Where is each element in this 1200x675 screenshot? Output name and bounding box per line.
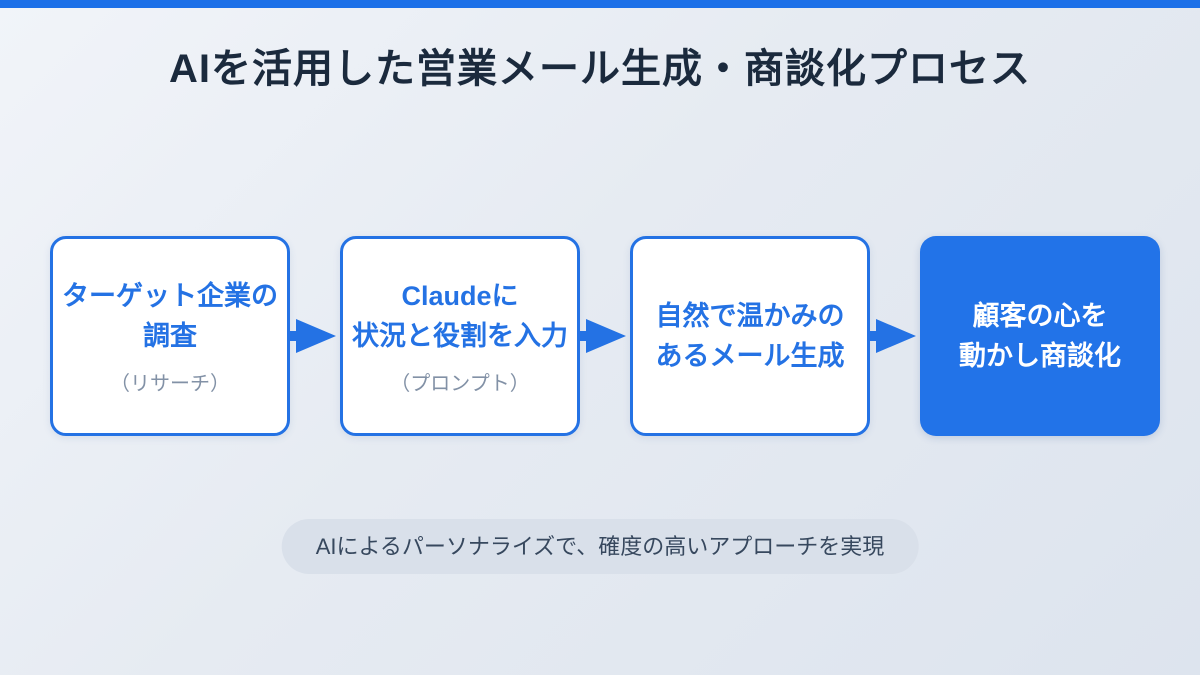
slide-title: AIを活用した営業メール生成・商談化プロセス [169,47,1031,91]
step-title-line: ターゲット企業の [62,281,278,311]
summary-pill: AIによるパーソナライズで、確度の高いアプローチを実現 [281,519,919,574]
arrow-right-icon [868,319,916,353]
step-title: ターゲット企業の 調査 [62,276,278,356]
step-title: 自然で温かみの あるメール生成 [656,296,845,376]
step-title-line: あるメール生成 [655,341,845,371]
step-title-line: 顧客の心を [972,301,1108,331]
step-box-prompt: Claudeに 状況と役割を入力 （プロンプト） [340,236,580,436]
step-box-research: ターゲット企業の 調査 （リサーチ） [50,236,290,436]
step-title-line: 自然で温かみの [655,301,845,331]
step-title: Claudeに 状況と役割を入力 [352,276,568,356]
step-box-deal-conversion: 顧客の心を 動かし商談化 [920,236,1160,436]
step-title-line: 状況と役割を入力 [352,321,568,351]
step-subtitle: （プロンプト） [390,373,530,395]
step-title-line: 動かし商談化 [959,341,1121,371]
step-box-email-generation: 自然で温かみの あるメール生成 [630,236,870,436]
arrow-right-icon [288,319,336,353]
arrow-right-icon [578,319,626,353]
top-accent-bar [0,0,1200,8]
step-title: 顧客の心を 動かし商談化 [959,296,1121,376]
step-title-line: Claudeに [401,281,519,311]
step-subtitle: （リサーチ） [110,373,230,395]
step-title-line: 調査 [143,321,197,351]
